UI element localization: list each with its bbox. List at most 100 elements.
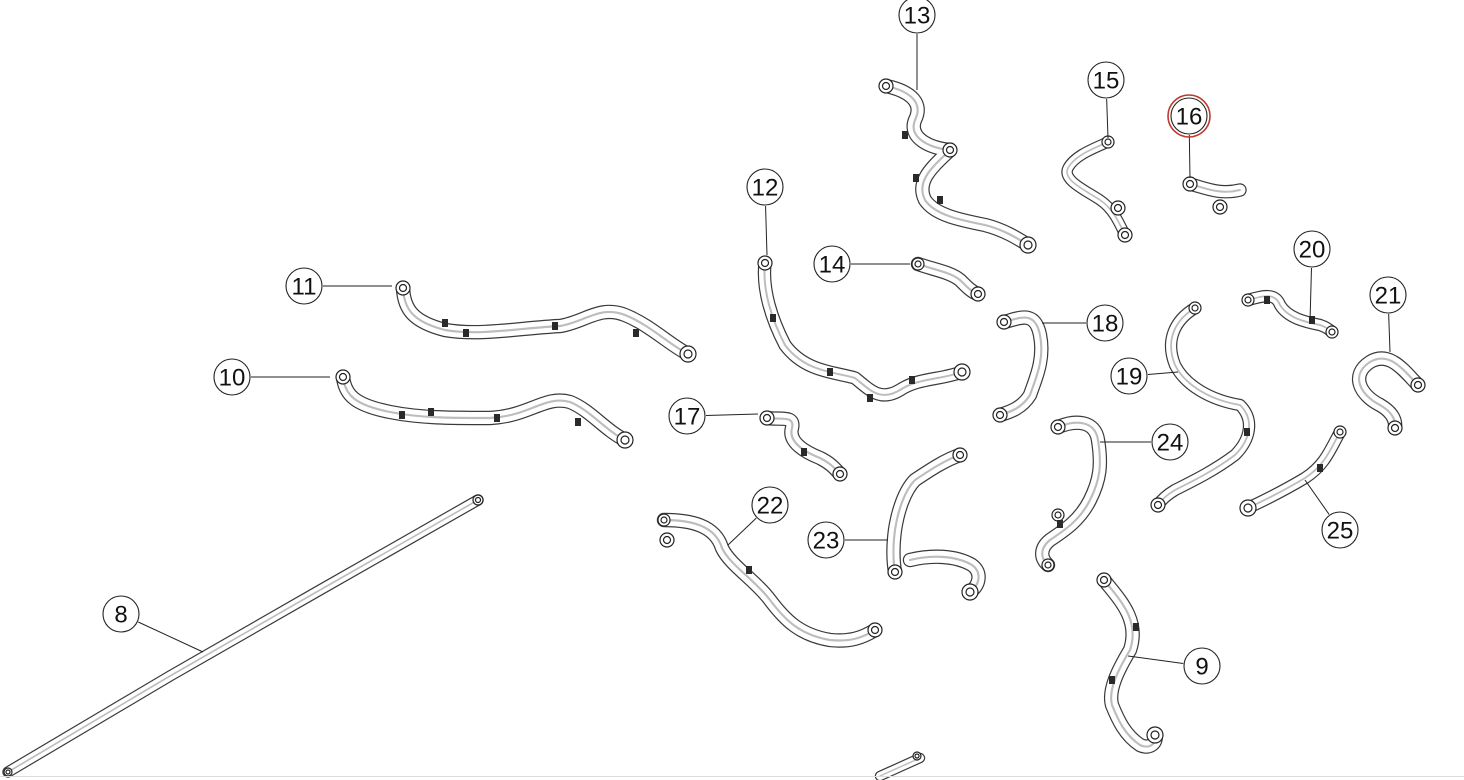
hose-part-12 — [757, 256, 969, 402]
hose-outline — [886, 447, 986, 600]
connector-inner — [881, 81, 891, 91]
connector-inner — [914, 260, 922, 268]
callout-12[interactable]: 12 — [746, 168, 784, 206]
connector-inner — [999, 317, 1009, 327]
hose-shading — [1247, 431, 1341, 509]
connector-inner — [760, 258, 770, 268]
callout-8[interactable]: 8 — [102, 595, 140, 633]
connector-inner — [1104, 138, 1112, 146]
hose-connector — [942, 142, 958, 158]
callout-9[interactable]: 9 — [1183, 647, 1221, 685]
hose-connector — [1325, 325, 1339, 339]
hose-connector — [1239, 499, 1257, 517]
connector-inner — [1336, 428, 1344, 436]
hose-shading — [879, 757, 921, 777]
callout-number: 24 — [1157, 430, 1184, 457]
hose-clip — [633, 329, 639, 337]
hose-body — [761, 412, 846, 480]
hose-connector — [953, 363, 971, 381]
connector-inner — [662, 535, 672, 545]
hose-part-21 — [1352, 351, 1426, 436]
connector-inner — [1413, 380, 1423, 390]
callout-number: 10 — [219, 365, 246, 392]
callout-circle — [213, 358, 251, 396]
callout-number: 8 — [114, 602, 127, 629]
callout-circle — [746, 168, 784, 206]
hose-shading — [662, 518, 877, 642]
callout-24[interactable]: 24 — [1151, 423, 1189, 461]
connector-inner — [1150, 730, 1160, 740]
callout-14[interactable]: 14 — [813, 245, 851, 283]
hose-connector — [952, 447, 968, 463]
callout-11[interactable]: 11 — [285, 267, 323, 305]
hose-connector — [757, 255, 773, 271]
callout-number: 25 — [1327, 518, 1354, 545]
callout-circle — [1293, 230, 1331, 268]
callout-22[interactable]: 22 — [751, 486, 789, 524]
hose-connector — [472, 494, 484, 506]
callout-18[interactable]: 18 — [1086, 304, 1124, 342]
leader-line-12 — [765, 205, 768, 256]
callout-15[interactable]: 15 — [1087, 61, 1125, 99]
connector-inner — [1099, 575, 1109, 585]
hose-clip — [552, 322, 558, 330]
hose-connector — [657, 513, 671, 527]
leader-line-20 — [1309, 267, 1312, 323]
connector-inner — [995, 410, 1005, 420]
hose-clip — [937, 196, 943, 204]
hose-shading — [1102, 578, 1157, 748]
connector-inner — [835, 469, 845, 479]
callout-17[interactable]: 17 — [668, 397, 706, 435]
hose-connector — [679, 345, 697, 363]
hose-clip — [1317, 464, 1323, 472]
hose-connector — [1387, 420, 1403, 436]
connector-inner — [762, 413, 772, 423]
connector-inner — [1244, 296, 1252, 304]
connector-inner — [660, 516, 668, 524]
callout-highlight-ring — [1167, 94, 1211, 138]
leader-line-21 — [1388, 313, 1391, 353]
callout-circle — [1369, 276, 1407, 314]
callout-21[interactable]: 21 — [1369, 276, 1407, 314]
callout-circle — [1151, 423, 1189, 461]
hose-part-11 — [395, 280, 696, 362]
connector-inner — [1153, 500, 1163, 510]
hose-connector — [961, 583, 979, 601]
callout-number: 9 — [1195, 654, 1208, 681]
callout-25[interactable]: 25 — [1321, 511, 1359, 549]
callout-20[interactable]: 20 — [1293, 230, 1331, 268]
hose-body — [1353, 352, 1424, 434]
hose-connector — [887, 564, 903, 580]
connector-inner — [683, 349, 693, 359]
hose-part-13 — [878, 78, 1036, 253]
callout-23[interactable]: 23 — [807, 521, 845, 559]
hose-part-8 — [2, 494, 484, 778]
hose-clip — [575, 418, 581, 426]
connector-inner — [1215, 202, 1225, 212]
connector-inner — [1390, 423, 1400, 433]
hose-shading — [401, 286, 690, 356]
leader-line-17 — [705, 413, 759, 416]
callout-19[interactable]: 19 — [1110, 357, 1148, 395]
callout-16[interactable]: 16 — [1167, 94, 1211, 138]
callout-number: 12 — [752, 175, 779, 202]
hose-connector — [759, 410, 775, 426]
hose-part-8b — [874, 752, 926, 780]
callout-13[interactable]: 13 — [898, 0, 936, 34]
hose-clip — [1264, 296, 1270, 304]
hose-connector — [996, 314, 1012, 330]
hose-part-24 — [1035, 415, 1108, 573]
hose-part-19 — [1151, 301, 1256, 512]
hose-part-23 — [886, 447, 986, 600]
callout-circle — [1086, 304, 1124, 342]
hose-clip — [1109, 676, 1115, 684]
hose-shading — [765, 416, 842, 476]
hose-shading — [1358, 357, 1420, 430]
hose-part-22 — [656, 512, 883, 648]
callout-circle — [1170, 97, 1208, 135]
hose-shading — [341, 375, 627, 442]
callout-circle — [1110, 357, 1148, 395]
hose-connector — [878, 78, 894, 94]
callout-10[interactable]: 10 — [213, 358, 251, 396]
